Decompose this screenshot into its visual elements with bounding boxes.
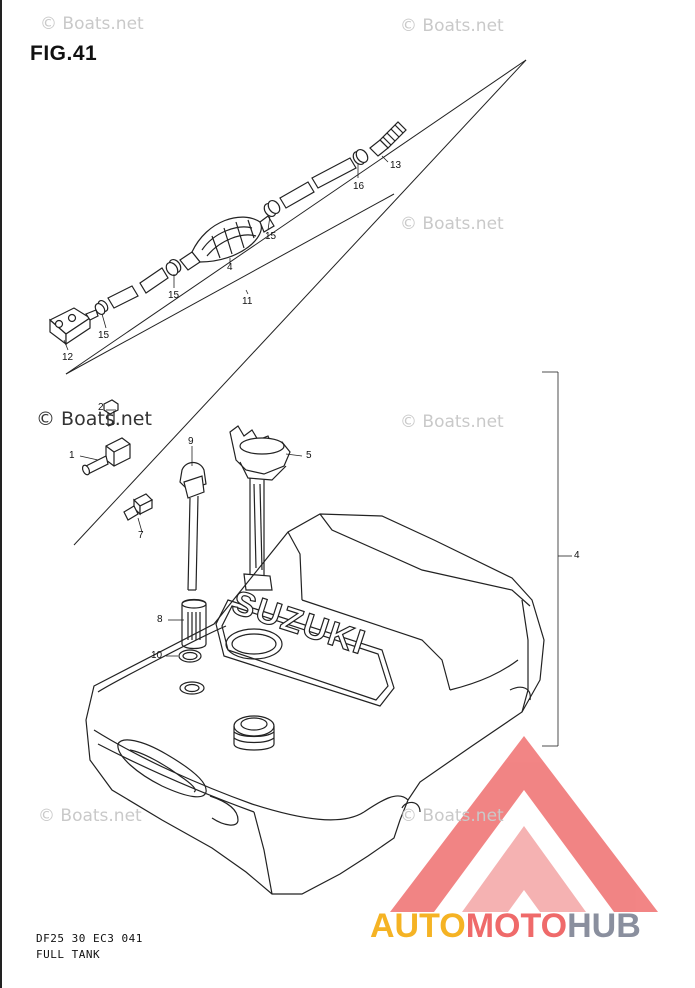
figure-caption: FULL TANK	[36, 948, 101, 961]
tank-connector	[48, 307, 99, 346]
strainer-o-ring	[178, 649, 202, 663]
hose-assembly-group-lines	[65, 59, 527, 546]
primer-bulb	[179, 215, 275, 271]
watermark: © Boats.net	[400, 412, 504, 432]
fuel-strainer	[181, 598, 207, 650]
gauge-rod	[243, 478, 273, 591]
callout-15: 15	[168, 290, 180, 301]
callout-10: 10	[151, 650, 163, 661]
callout-9: 9	[188, 436, 194, 447]
watermark: © Boats.net	[40, 14, 144, 34]
callout-4-bulb: 4	[227, 262, 233, 273]
watermark: © Boats.net	[400, 806, 504, 826]
hose-clamp-bulb-bottom	[165, 258, 182, 277]
vent-fittings	[81, 399, 154, 521]
watermark: © Boats.net	[400, 16, 504, 36]
pickup-port	[179, 681, 205, 695]
hose-segment-upper	[311, 157, 357, 189]
callout-4-tank: 4	[574, 550, 580, 561]
callout-7: 7	[138, 530, 144, 541]
fuel-pickup-pipe	[179, 461, 207, 591]
fuel-gauge-assembly	[178, 425, 291, 663]
callout-leaders	[63, 155, 572, 747]
vent-screw	[103, 399, 119, 427]
hose-segment-lower	[139, 267, 169, 294]
hose-clamp-bulb-top	[263, 199, 281, 218]
wordmark-moto: MOTO	[465, 907, 568, 945]
watermark-strong: © Boats.net	[36, 408, 152, 430]
gauge-cap-crown	[229, 425, 291, 481]
tank-brand-text: SUZUKI	[228, 583, 372, 662]
automotohub-logo-triangle	[390, 736, 658, 912]
callout-1: 1	[69, 450, 75, 461]
fuel-tank	[85, 513, 545, 895]
callout-15: 15	[265, 231, 277, 242]
air-vent-body	[81, 437, 131, 476]
watermark: © Boats.net	[400, 214, 504, 234]
callout-2: 2	[98, 402, 104, 413]
tank-brand-panel	[215, 599, 395, 707]
automotohub-wordmark: AUTOMOTOHUB	[370, 907, 641, 946]
watermark: © Boats.net	[38, 806, 142, 826]
callout-12: 12	[62, 352, 74, 363]
engine-connector	[369, 121, 407, 157]
gauge-ring	[225, 628, 283, 660]
wordmark-hub: HUB	[567, 907, 641, 945]
callout-8: 8	[157, 614, 163, 625]
hose-fitting	[123, 493, 154, 521]
filler-neck	[233, 715, 275, 751]
primer-hose-assembly	[48, 121, 407, 346]
figure-code: DF25 30 EC3 041	[36, 932, 143, 945]
figure-title: FIG.41	[30, 42, 98, 65]
callout-16: 16	[353, 181, 365, 192]
callout-5: 5	[306, 450, 312, 461]
hose-clamp-upper	[352, 148, 369, 166]
callout-13: 13	[390, 160, 402, 171]
wordmark-auto: AUTO	[370, 907, 466, 945]
callout-11: 11	[242, 296, 253, 307]
callout-15: 15	[98, 330, 110, 341]
